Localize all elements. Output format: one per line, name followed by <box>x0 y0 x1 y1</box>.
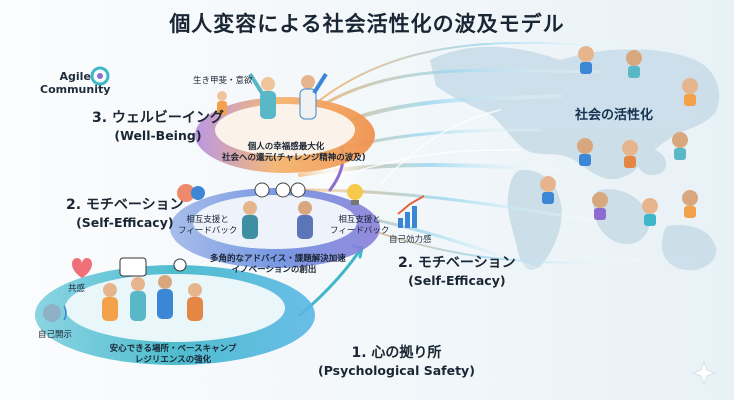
level-3-sub: (Well-Being) <box>114 128 202 143</box>
level-2-label-right: 2. モチベーション (Self-Efficacy) <box>398 255 516 289</box>
advice-line-2: イノベーションの創出 <box>231 265 317 275</box>
self-efficacy-label: 自己効力感 <box>389 235 432 245</box>
self-disclosure-label: 自己開示 <box>38 330 73 340</box>
advice-line-1: 多角的なアドバイス・課題解決加速 <box>210 254 346 264</box>
mutual-right-line-1: 相互支援と <box>338 215 381 225</box>
brain-gear-icon <box>177 184 205 202</box>
mutual-left-line-2: フィードバック <box>178 226 238 236</box>
ring-level-3 <box>195 97 375 173</box>
mutual-left-line-1: 相互支援と <box>186 215 229 225</box>
mutual-right-line-2: フィードバック <box>330 226 390 236</box>
people-group-level-2 <box>242 182 313 239</box>
advice-label: 多角的なアドバイス・課題解決加速 イノベーションの創出 <box>210 254 346 276</box>
empathy-label: 共感 <box>68 284 86 294</box>
ring-level-2 <box>170 188 380 268</box>
heart-chat-icon <box>72 258 92 278</box>
speaking-head-icon <box>43 304 67 322</box>
safe-line-2: レジリエンスの強化 <box>134 355 212 365</box>
growth-chart-icon <box>397 195 425 228</box>
mutual-support-left: 相互支援と フィードバック <box>178 215 237 237</box>
level-1-label: 1. 心の拠り所 (Psychological Safety) <box>318 345 475 379</box>
level-2-label-left: 2. モチベーション (Self-Efficacy) <box>66 197 184 231</box>
people-group-level-1 <box>102 257 203 321</box>
level-1-sub: (Psychological Safety) <box>318 363 475 378</box>
safe-line-1: 安心できる場所・ベースキャンプ <box>109 344 237 354</box>
level-1-title: 1. 心の拠り所 <box>351 345 442 361</box>
logo-text: Agile Community <box>40 70 110 96</box>
agile-community-logo-icon <box>90 66 110 86</box>
level-2-title-right: 2. モチベーション <box>398 255 516 271</box>
people-group-level-3 <box>217 72 328 120</box>
level-2-title-left: 2. モチベーション <box>66 197 184 213</box>
safe-place-label: 安心できる場所・ベースキャンプ レジリエンスの強化 <box>108 344 238 366</box>
social-people-icons <box>540 46 698 226</box>
lightbulb-icon <box>347 184 363 205</box>
happiness-line-1: 個人の幸福感最大化 <box>247 142 325 152</box>
page-title: 個人変容による社会活性化の波及モデル <box>169 12 565 36</box>
logo-line-2: Community <box>40 83 111 96</box>
happiness-label: 個人の幸福感最大化 社会への還元(チャレンジ精神の波及) <box>222 142 366 164</box>
level-2-sub-left: (Self-Efficacy) <box>76 215 174 230</box>
level-3-label: 3. ウェルビーイング (Well-Being) <box>92 110 224 144</box>
happiness-line-2: 社会への還元(チャレンジ精神の波及) <box>222 153 366 163</box>
level-3-title: 3. ウェルビーイング <box>92 110 224 126</box>
sparkle-icon <box>691 360 717 386</box>
ikigai-label: 生き甲斐・意欲 <box>193 76 253 86</box>
mutual-support-right: 相互支援と フィードバック <box>330 215 389 237</box>
logo-line-1: Agile <box>59 70 91 83</box>
level-2-sub-right: (Self-Efficacy) <box>408 273 506 288</box>
social-activation-label: 社会の活性化 <box>575 108 654 123</box>
